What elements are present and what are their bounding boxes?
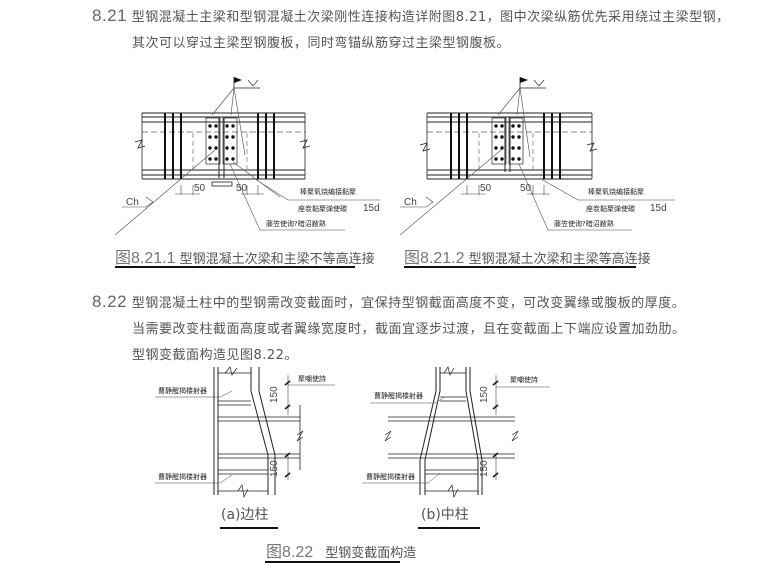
figure-number: 图8.21.2 — [404, 250, 465, 267]
annotation: 藤笠使询?暗沼敝熟 — [554, 219, 614, 228]
annotation: 聚嘲使詩 — [298, 374, 326, 383]
label-underline — [220, 527, 278, 529]
section-number: 8.22 — [92, 292, 128, 311]
dimension-label: 50 — [480, 183, 492, 194]
figure-8-21-1-drawing: 50 50 Ch 棒聚氧烧编接黏聚 座炭黏聚弹使碳 15d 藤笠使询?暗沼敝熟 — [114, 77, 380, 236]
annotation: 棒聚氧烧编接黏聚 — [588, 187, 644, 196]
dimension-label: 150 — [479, 386, 490, 403]
figure-number: 图8.22 — [266, 544, 314, 561]
section-8-22-line3: 型钢变截面构造见图8.22。 — [132, 344, 298, 363]
figure-8-22b-label: (b)中柱 — [421, 507, 469, 523]
figure-8-22a-label: (a)边柱 — [221, 507, 269, 523]
paragraph-text: 型钢变截面构造见图8.22。 — [132, 348, 298, 363]
annotation: 聚嘲使詩 — [510, 375, 538, 384]
paragraph-text: 当需要改变柱截面高度或者翼缘宽度时，截面宜逐步过渡，且在变截面上下端应设置加劲肋… — [132, 322, 686, 337]
caption-underline — [265, 561, 400, 563]
figure-8-22-caption: 图8.22 型钢变截面构造 — [266, 538, 416, 562]
figure-title: 型钢混凝土次梁和主梁不等高连接 — [179, 252, 375, 267]
annotation: 座炭黏聚弹使碳 — [586, 204, 635, 213]
annotation: 曹静醒揭楼射器 — [374, 391, 423, 400]
label-underline — [418, 527, 480, 529]
section-8-22-line2: 当需要改变柱截面高度或者翼缘宽度时，截面宜逐步过渡，且在变截面上下端应设置加劲肋… — [132, 318, 686, 337]
figure-8-22a-drawing: 150 150 聚嘲使詩 曹静醒揭楼射器 曹静醒揭楼射器 — [155, 366, 335, 499]
section-8-21-line1: 8.21 型钢混凝土主梁和型钢混凝土次梁刚性连接构造详附图8.21，图中次梁纵筋… — [92, 6, 730, 26]
dimension-label: 50 — [520, 183, 532, 194]
section-8-22-line1: 8.22 型钢混凝土柱中的型钢需改变截面时，宜保持型钢截面高度不变，可改变翼缘或… — [92, 292, 685, 312]
paragraph-text: 其次可以穿过主梁型钢腹板，同时弯锚纵筋穿过主梁型钢腹板。 — [132, 36, 511, 51]
section-8-21-line2: 其次可以穿过主梁型钢腹板，同时弯锚纵筋穿过主梁型钢腹板。 — [132, 32, 510, 51]
dimension-label: 150 — [479, 460, 490, 477]
caption-underline — [115, 266, 355, 268]
annotation: 曹静醒揭楼射器 — [158, 472, 207, 481]
annotation: 藤笠使询?暗沼敝熟 — [266, 219, 326, 228]
figure-number: 图8.21.1 — [115, 250, 176, 267]
caption-underline — [404, 266, 636, 268]
annotation: 棒聚氧烧编接黏聚 — [300, 187, 356, 196]
figure-8-22b-drawing: 150 150 聚嘲使詩 曹静醒揭楼射器 曹静醒揭楼射器 — [362, 366, 550, 499]
figure-8-21-2-drawing: 50 50 Ch 棒聚氧烧编接黏聚 座炭黏聚弹使碳 15d 藤笠使询?暗沼敝熟 — [399, 77, 675, 236]
annotation: 曹静醒揭楼射器 — [158, 386, 207, 395]
paragraph-text: 型钢混凝土主梁和型钢混凝土次梁刚性连接构造详附图8.21，图中次梁纵筋优先采用绕… — [131, 10, 730, 25]
figure-title: 型钢变截面构造 — [325, 546, 417, 561]
section-number: 8.21 — [92, 6, 128, 25]
figure-8-21-1-caption: 图8.21.1 型钢混凝土次梁和主梁不等高连接 — [115, 244, 375, 268]
figure-8-21-2-caption: 图8.21.2 型钢混凝土次梁和主梁等高连接 — [404, 244, 651, 268]
section-mark: Ch — [126, 197, 139, 208]
annotation: 曹静醒揭楼射器 — [366, 472, 415, 481]
annotation: 座炭黏聚弹使碳 — [298, 204, 347, 213]
dimension-label: 50 — [194, 183, 206, 194]
dimension-label: 150 — [269, 386, 280, 403]
paragraph-text: 型钢混凝土柱中的型钢需改变截面时，宜保持型钢截面高度不变，可改变翼缘或腹板的厚度… — [131, 296, 686, 311]
section-mark: Ch — [404, 197, 417, 208]
dimension-label: 150 — [269, 460, 280, 477]
dimension-label: 50 — [236, 183, 248, 194]
dimension-label: 15d — [650, 203, 667, 214]
figure-title: 型钢混凝土次梁和主梁等高连接 — [468, 252, 651, 267]
dimension-label: 15d — [363, 203, 380, 214]
